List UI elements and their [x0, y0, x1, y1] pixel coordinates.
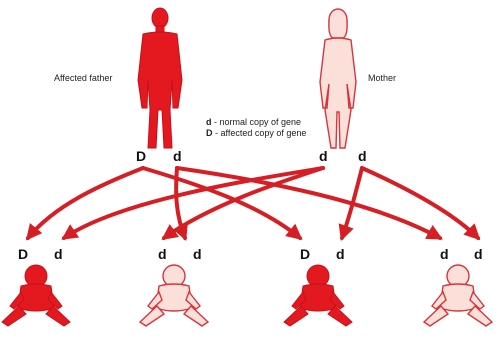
father-allele-1: D: [136, 148, 146, 164]
child-2-allele-1: d: [158, 246, 167, 262]
father-label: Affected father: [54, 73, 112, 83]
mother-figure: [320, 9, 356, 148]
child-2-baby: [140, 265, 208, 326]
child-3-allele-2: d: [336, 246, 345, 262]
child-3-allele-1: D: [300, 246, 310, 262]
legend-affected: D - affected copy of gene: [206, 128, 306, 139]
child-3-baby: [284, 265, 352, 326]
arrow-father-d-to-child4: [177, 168, 440, 238]
mother-allele-1: d: [319, 148, 328, 164]
arrow-father-D-to-child3: [143, 168, 300, 238]
child-1-baby: [2, 265, 70, 326]
father-allele-2: d: [173, 148, 182, 164]
child-4-allele-1: d: [440, 246, 449, 262]
child-1-allele-1: D: [18, 246, 28, 262]
legend-normal: d - normal copy of gene: [206, 117, 306, 128]
legend: d - normal copy of gene D - affected cop…: [206, 117, 306, 139]
child-2-allele-2: d: [193, 246, 202, 262]
child-4-allele-2: d: [474, 246, 483, 262]
father-figure: [138, 8, 182, 148]
mother-allele-2: d: [358, 148, 367, 164]
inheritance-arrows: [28, 168, 478, 238]
child-4-baby: [424, 265, 492, 326]
child-1-allele-2: d: [54, 246, 63, 262]
mother-label: Mother: [368, 73, 396, 83]
